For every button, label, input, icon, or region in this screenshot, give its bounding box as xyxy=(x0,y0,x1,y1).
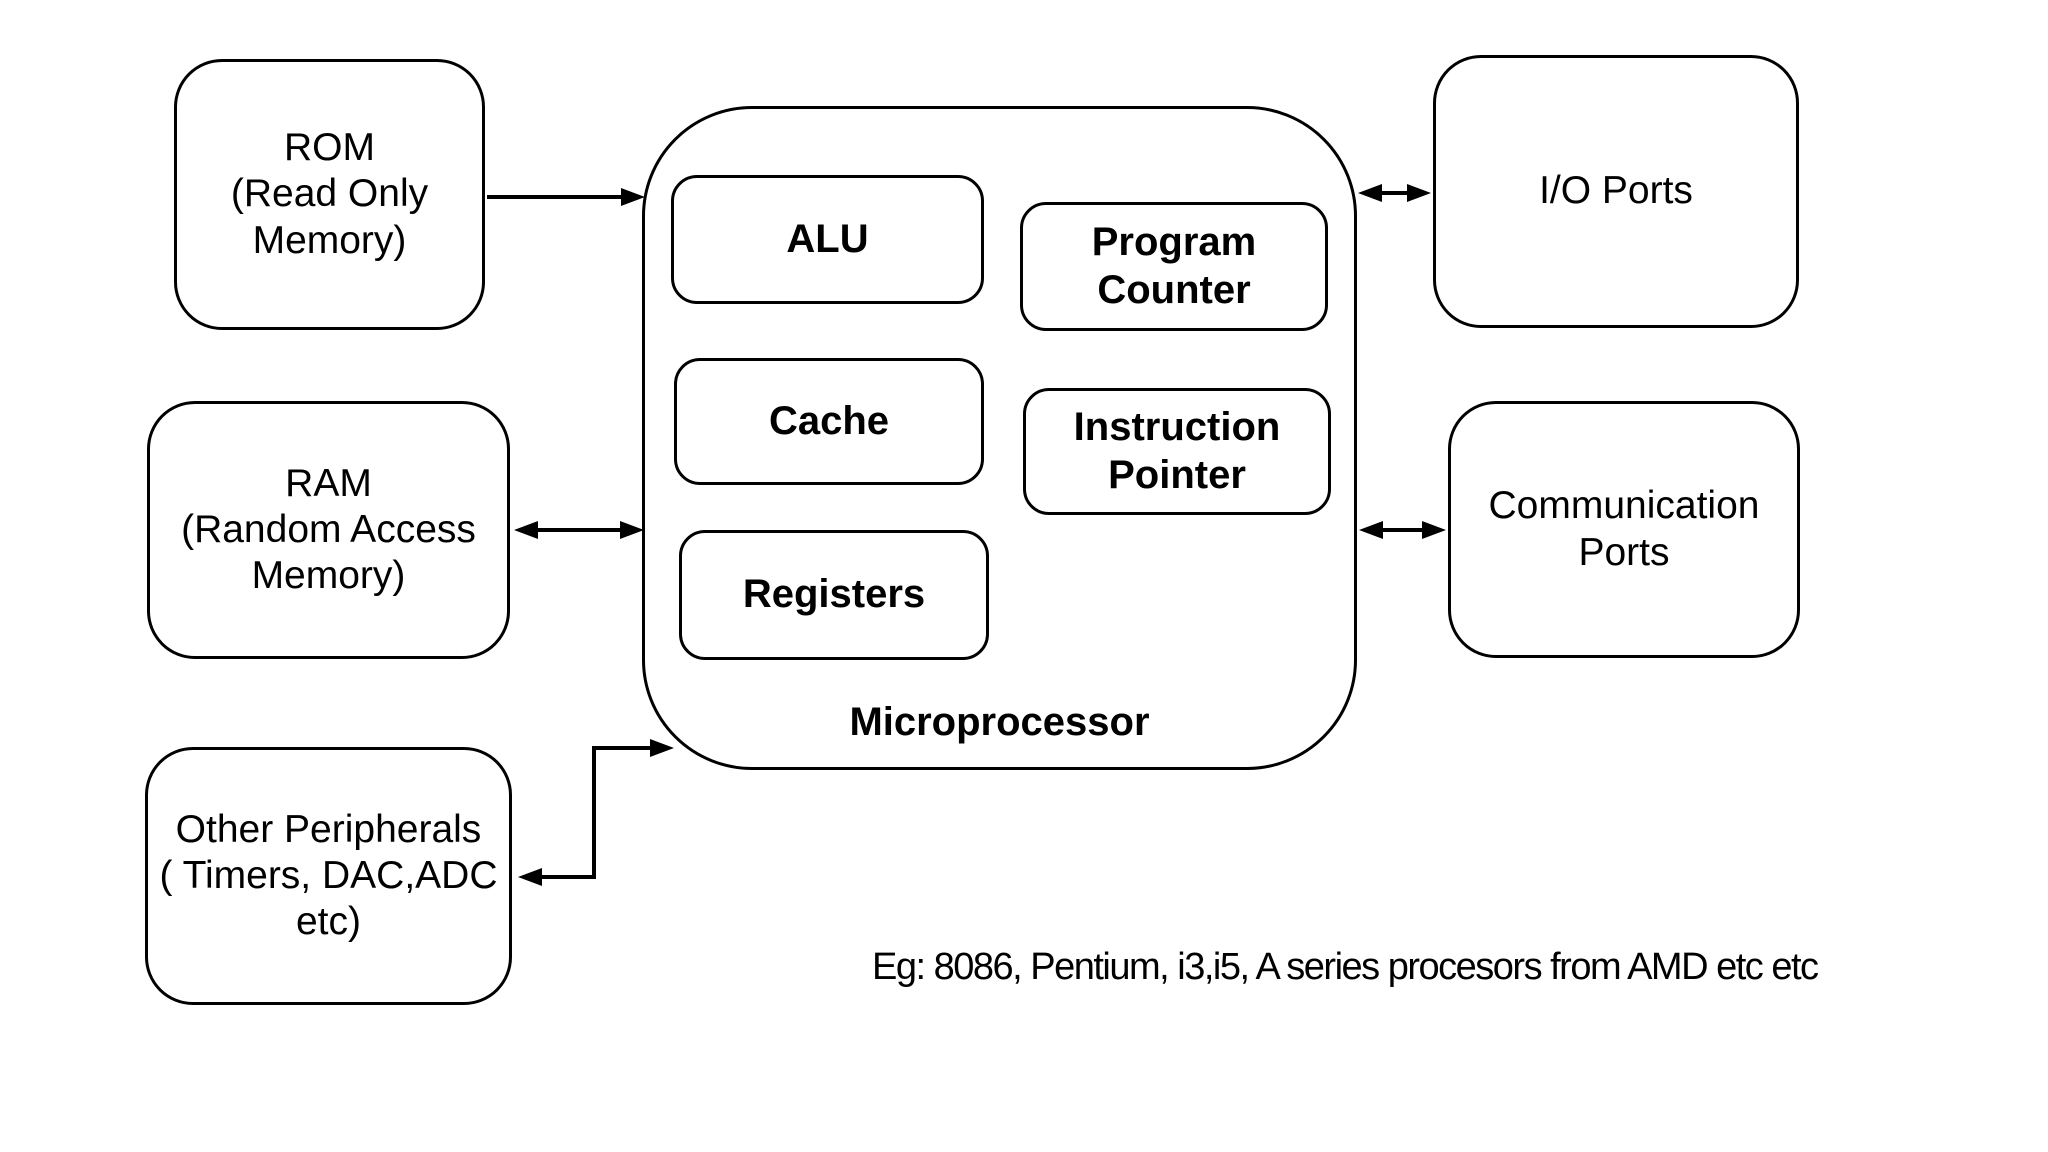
program-counter-label: Program Counter xyxy=(1091,220,1257,312)
ram-box: RAM (Random Access Memory) xyxy=(147,401,510,659)
arrowhead-right xyxy=(650,739,674,757)
other-peripherals-box: Other Peripherals ( Timers, DAC,ADC etc) xyxy=(145,747,512,1005)
arrowhead-left xyxy=(1358,184,1382,202)
examples-caption: Eg: 8086, Pentium, i3,i5, A series proce… xyxy=(872,946,1819,988)
arrow-microprocessor-communication-ports xyxy=(1359,521,1446,539)
cache-box: Cache xyxy=(674,358,984,485)
registers-label: Registers xyxy=(742,572,926,617)
microprocessor-box: ALU Cache Registers Program Counter Inst… xyxy=(642,106,1357,770)
arrowhead-left xyxy=(518,868,542,886)
arrowhead-left xyxy=(514,521,538,539)
instruction-pointer-label: Instruction Pointer xyxy=(1073,405,1281,497)
rom-box: ROM (Read Only Memory) xyxy=(174,59,485,330)
instruction-pointer-box: Instruction Pointer xyxy=(1023,388,1331,515)
cache-label: Cache xyxy=(768,398,890,443)
io-ports-label: I/O Ports xyxy=(1539,169,1693,213)
communication-ports-label: Communication Ports xyxy=(1488,484,1760,574)
communication-ports-box: Communication Ports xyxy=(1448,401,1800,658)
arrow-microprocessor-io-ports xyxy=(1358,184,1431,202)
arrow-ram-microprocessor xyxy=(514,521,644,539)
arrowhead-left xyxy=(1359,521,1383,539)
microprocessor-label: Microprocessor xyxy=(849,700,1150,744)
other-peripherals-label: Other Peripherals ( Timers, DAC,ADC etc) xyxy=(159,807,498,943)
arrowhead-right xyxy=(1422,521,1446,539)
program-counter-box: Program Counter xyxy=(1020,202,1328,331)
arrowhead-right xyxy=(621,188,645,206)
arrowhead-right xyxy=(620,521,644,539)
arrow-shaft xyxy=(536,746,656,879)
registers-box: Registers xyxy=(679,530,989,660)
io-ports-box: I/O Ports xyxy=(1433,55,1799,328)
alu-label: ALU xyxy=(786,216,869,261)
rom-label: ROM (Read Only Memory) xyxy=(230,126,429,262)
arrowhead-right xyxy=(1407,184,1431,202)
ram-label: RAM (Random Access Memory) xyxy=(181,461,476,597)
arrow-other-peripherals-microprocessor xyxy=(518,739,674,886)
alu-box: ALU xyxy=(671,175,984,304)
arrow-rom-to-microprocessor xyxy=(487,188,645,206)
